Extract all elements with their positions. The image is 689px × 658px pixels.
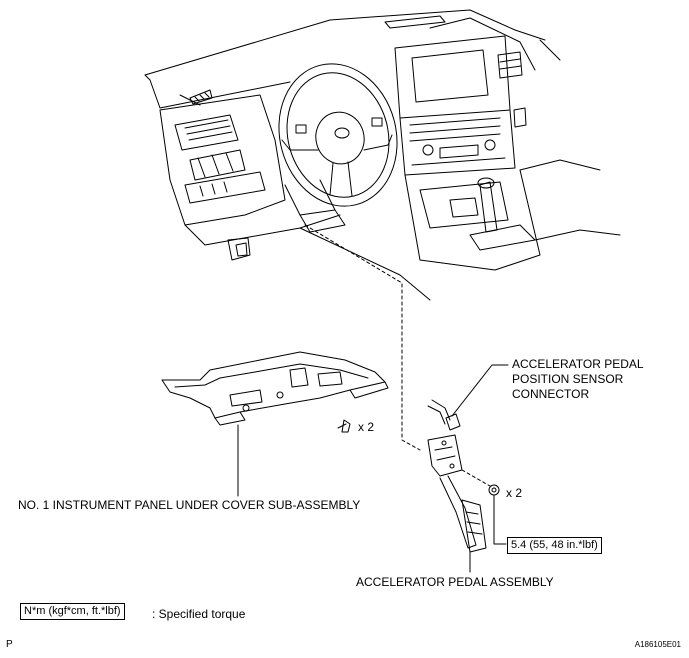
accelerator-pedal-illustration — [427, 399, 487, 553]
pedal-assembly-label: ACCELERATOR PEDAL ASSEMBLY — [356, 575, 554, 589]
dashboard-illustration — [144, 9, 621, 301]
bolt-icon — [337, 419, 351, 433]
under-cover-label: NO. 1 INSTRUMENT PANEL UNDER COVER SUB-A… — [18, 498, 361, 512]
connector-label-line-1: ACCELERATOR PEDAL — [512, 357, 644, 371]
connector-label-line-2: POSITION SENSOR — [512, 372, 624, 386]
nut-dashed-line — [461, 469, 491, 487]
connector-leader — [451, 364, 509, 417]
torque-legend-description: : Specified torque — [152, 607, 246, 621]
torque-units-legend-box: N*m (kgf*cm, ft.*lbf) — [20, 603, 125, 620]
connector-label-line-3: CONNECTOR — [512, 387, 590, 401]
page-mark: P — [6, 639, 13, 650]
nut-quantity-label: x 2 — [506, 486, 523, 500]
figure-id: A186105E01 — [634, 640, 681, 649]
nut-icon — [488, 484, 500, 496]
bolt-quantity-label: x 2 — [358, 420, 375, 434]
torque-leader — [493, 494, 507, 545]
dashed-leader-line — [304, 224, 421, 451]
torque-value-box: 5.4 (55, 48 in.*lbf) — [507, 537, 602, 554]
under-cover-illustration — [161, 351, 389, 426]
